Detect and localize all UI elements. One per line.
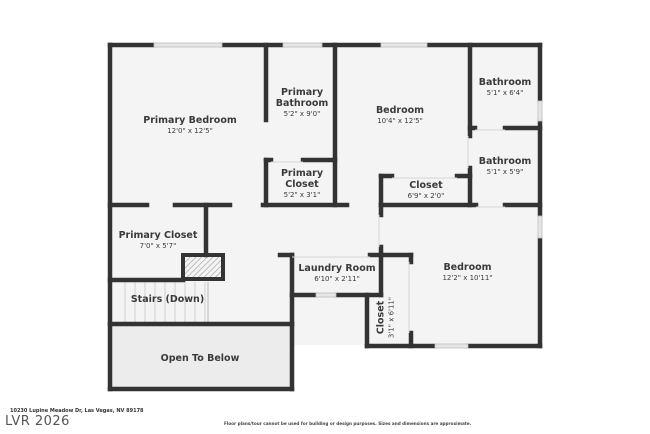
room-name: Primary Closet: [118, 230, 198, 241]
room-bathroom-1: Bathroom 5'1" x 6'4": [473, 77, 537, 98]
stairs-treads: [124, 282, 209, 322]
property-address: 10230 Lupine Meadow Dr, Las Vegas, NV 89…: [10, 408, 144, 414]
room-name: Closet: [285, 179, 319, 190]
room-dimensions: 12'2" x 10'11": [442, 274, 493, 282]
room-name: Bathroom: [478, 77, 532, 88]
room-name: Primary Bedroom: [143, 115, 237, 126]
room-open-to-below: Open To Below: [150, 353, 250, 364]
hatched-block: [181, 253, 225, 281]
room-closet-1: Closet 6'9" x 2'0": [386, 180, 466, 201]
door-openings: [271, 129, 505, 333]
room-primary-bedroom: Primary Bedroom 12'0" x 12'5": [140, 115, 240, 136]
room-closet-2: Closet 3'1" x 6'11": [376, 288, 397, 348]
room-primary-closet-upper: Primary Closet 5'2" x 3'1": [271, 168, 333, 200]
room-name: Bedroom: [443, 262, 492, 273]
room-dimensions: 5'1" x 5'9": [486, 168, 524, 176]
room-name: Primary: [280, 87, 324, 98]
room-name: Bathroom: [478, 156, 532, 167]
room-dimensions: 7'0" x 5'7": [139, 242, 177, 250]
room-name: Bathroom: [275, 98, 329, 109]
room-bedroom-2: Bedroom 10'4" x 12'5": [355, 105, 445, 126]
room-name: Bedroom: [375, 105, 425, 116]
room-stairs: Stairs (Down): [125, 294, 210, 305]
room-name: Closet: [409, 180, 443, 191]
room-dimensions: 5'2" x 9'0": [283, 110, 321, 118]
room-dimensions: 10'4" x 12'5": [377, 117, 423, 125]
room-bathroom-2: Bathroom 5'1" x 5'9": [473, 156, 537, 177]
room-primary-bathroom: Primary Bathroom 5'2" x 9'0": [271, 87, 333, 119]
room-bedroom-3: Bedroom 12'2" x 10'11": [420, 262, 515, 283]
room-dimensions: 5'1" x 6'4": [486, 89, 524, 97]
room-dimensions: 12'0" x 12'5": [167, 127, 213, 135]
room-name: Primary: [280, 168, 324, 179]
room-primary-closet-lower: Primary Closet 7'0" x 5'7": [113, 230, 203, 251]
room-dimensions: 6'9" x 2'0": [407, 192, 445, 200]
room-dimensions: 6'10" x 2'11": [314, 275, 360, 283]
room-name: Stairs (Down): [130, 294, 205, 305]
room-laundry-room: Laundry Room 6'10" x 2'11": [294, 263, 380, 284]
watermark-logo: LVR 2026: [5, 414, 70, 429]
room-name: Laundry Room: [298, 263, 376, 274]
windows: [153, 42, 543, 349]
disclaimer-text: Floor plans/tour cannot be used for buil…: [224, 421, 472, 426]
walls: [107, 42, 543, 392]
room-name: Open To Below: [160, 353, 240, 364]
room-dimensions: 3'1" x 6'11": [387, 296, 396, 339]
room-dimensions: 5'2" x 3'1": [283, 191, 321, 199]
room-name: Closet: [375, 300, 387, 335]
